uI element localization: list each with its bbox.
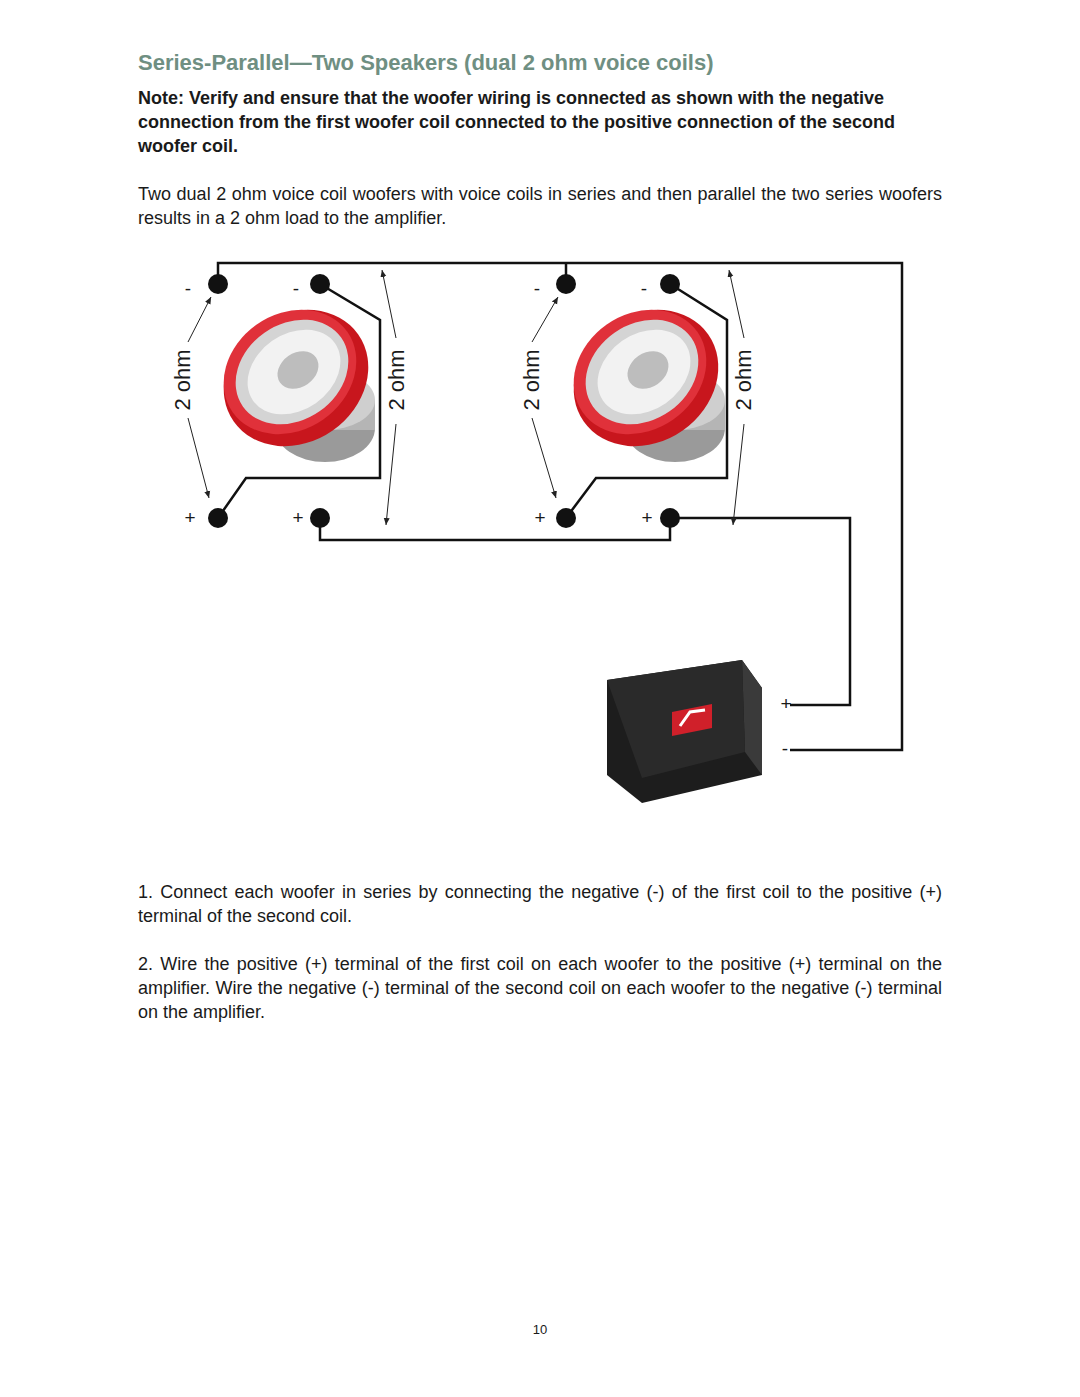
note-text: Note: Verify and ensure that the woofer …	[138, 86, 942, 158]
intro-paragraph: Two dual 2 ohm voice coil woofers with v…	[138, 182, 942, 230]
page-number: 10	[533, 1322, 547, 1337]
impedance-label: 2 ohm	[732, 349, 756, 410]
terminal-sign: -	[534, 279, 540, 299]
amp-terminal-sign: -	[782, 739, 788, 759]
terminal-sign: -	[185, 279, 191, 299]
terminal-sign: +	[534, 508, 545, 528]
woofer-illustration	[197, 282, 395, 474]
steps-text: 1. Connect each woofer in series by conn…	[138, 880, 942, 1048]
impedance-label: 2 ohm	[385, 349, 409, 410]
terminal-sign: +	[184, 508, 195, 528]
terminal-sign: -	[293, 279, 299, 299]
intro-text: Note: Verify and ensure that the woofer …	[138, 86, 942, 254]
terminal-sign: -	[641, 279, 647, 299]
terminal-sign: +	[292, 508, 303, 528]
step-text: 2. Wire the positive (+) terminal of the…	[138, 952, 942, 1024]
impedance-label: 2 ohm	[520, 349, 544, 410]
amplifier-illustration	[607, 660, 762, 803]
amp-terminal-sign: +	[780, 694, 791, 714]
terminal-sign: +	[641, 508, 652, 528]
page-title: Series-Parallel—Two Speakers (dual 2 ohm…	[138, 50, 958, 76]
impedance-label: 2 ohm	[171, 349, 195, 410]
step-text: 1. Connect each woofer in series by conn…	[138, 880, 942, 928]
